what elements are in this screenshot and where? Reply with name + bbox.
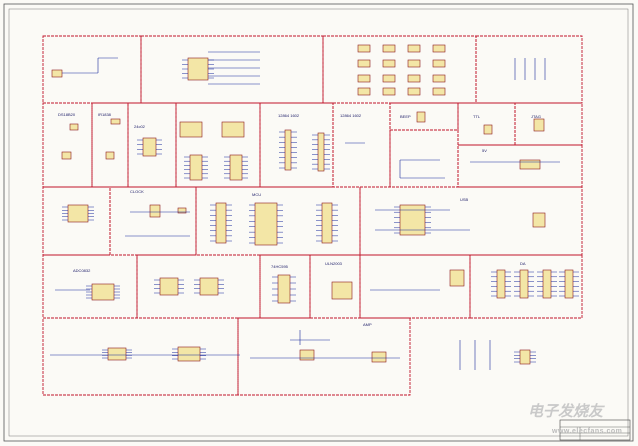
ic-part [91, 283, 115, 301]
zone-box [42, 35, 142, 104]
ic-part [69, 123, 79, 131]
ic-part [432, 44, 446, 53]
block-label-osc: CLOCK [130, 189, 144, 194]
zone-box [175, 102, 261, 188]
sheet-frame [3, 3, 634, 442]
zone-box [469, 254, 583, 319]
ic-part [187, 57, 209, 81]
ic-part [382, 59, 396, 68]
ic-part [407, 87, 421, 96]
ic-part [299, 349, 315, 361]
ic-part [110, 118, 121, 125]
ic-part [67, 204, 89, 223]
zone-box [514, 102, 583, 146]
block-label-mcu: MCU [252, 192, 261, 197]
block-label-regulator: 5V [482, 148, 487, 153]
block-label-amp: AMP [363, 322, 372, 327]
ic-part [483, 124, 493, 135]
ic-part [321, 202, 333, 244]
ic-part [177, 207, 187, 214]
block-label-shift: 74HC595 [271, 264, 289, 269]
ic-part [189, 154, 203, 181]
ic-part [432, 87, 446, 96]
block-label-ds18b20: DS18B20 [58, 112, 76, 117]
ic-part [519, 159, 541, 170]
sheet-inner-frame [8, 8, 629, 437]
zone-box [359, 186, 583, 256]
ic-part [105, 151, 115, 160]
ic-part [407, 59, 421, 68]
zone-boxes [42, 35, 583, 396]
ic-part [532, 212, 546, 228]
ic-part [357, 87, 371, 96]
ic-part [229, 154, 243, 181]
ic-part [159, 277, 179, 296]
ic-part [564, 269, 574, 299]
ic-part [519, 269, 529, 299]
components [50, 44, 579, 370]
ic-part [371, 351, 387, 363]
ic-part [432, 74, 446, 83]
zone-box [42, 254, 138, 319]
zone-box [359, 254, 471, 319]
zone-box [475, 35, 583, 104]
ic-part [221, 121, 245, 138]
zone-box [42, 317, 239, 396]
zone-box [389, 129, 459, 188]
ic-part [542, 269, 552, 299]
block-label-ttl: TTL [473, 114, 481, 119]
zone-box [457, 102, 516, 146]
ic-part [331, 281, 353, 300]
block-label-sensor: IR1838 [98, 112, 112, 117]
title-block [559, 419, 631, 441]
zone-box [136, 254, 261, 319]
ic-part [51, 69, 63, 78]
block-label-lcd: 12864 1602 [278, 113, 300, 118]
ic-part [254, 202, 278, 246]
block-label-usb: USB [460, 197, 469, 202]
ic-part [179, 121, 203, 138]
ic-part [357, 59, 371, 68]
ic-part [199, 277, 219, 296]
ic-part [142, 137, 157, 157]
ic-part [177, 346, 201, 362]
watermark-url: www.elecfans.com [552, 428, 623, 435]
block-label-da: DA [520, 261, 526, 266]
zone-box [322, 35, 477, 104]
ic-part [61, 151, 72, 160]
ic-part [533, 118, 545, 132]
ic-part [432, 59, 446, 68]
ic-part [449, 269, 465, 287]
block-label-lcd2: 12864 1602 [340, 113, 362, 118]
ic-part [317, 132, 325, 172]
block-labels: DS18B20 IR1838 24c02 12864 1602 12864 1602 BE… [58, 112, 541, 327]
ic-part [382, 74, 396, 83]
zone-box [140, 35, 324, 104]
ic-part [357, 44, 371, 53]
ic-part [399, 204, 426, 236]
ic-part [416, 111, 426, 123]
zone-box [109, 186, 197, 256]
ic-part [382, 87, 396, 96]
ic-part [519, 349, 531, 365]
ic-part [215, 202, 227, 244]
ic-part [407, 74, 421, 83]
ic-part [382, 44, 396, 53]
zone-box [237, 317, 411, 396]
ic-part [149, 204, 161, 218]
watermark-brand: 电子发烧友 [528, 403, 604, 420]
block-label-buzzer: BEEP [400, 114, 411, 119]
ic-part [407, 44, 421, 53]
ic-part [107, 347, 127, 361]
block-label-jtag: JTAG [531, 114, 541, 119]
ic-part [357, 74, 371, 83]
block-label-adc: ADC0832 [73, 268, 91, 273]
ic-part [284, 129, 292, 171]
block-label-eeprom: 24c02 [134, 124, 146, 129]
ic-part [277, 274, 291, 304]
block-label-motor: ULN2003 [325, 261, 343, 266]
ic-part [496, 269, 506, 299]
